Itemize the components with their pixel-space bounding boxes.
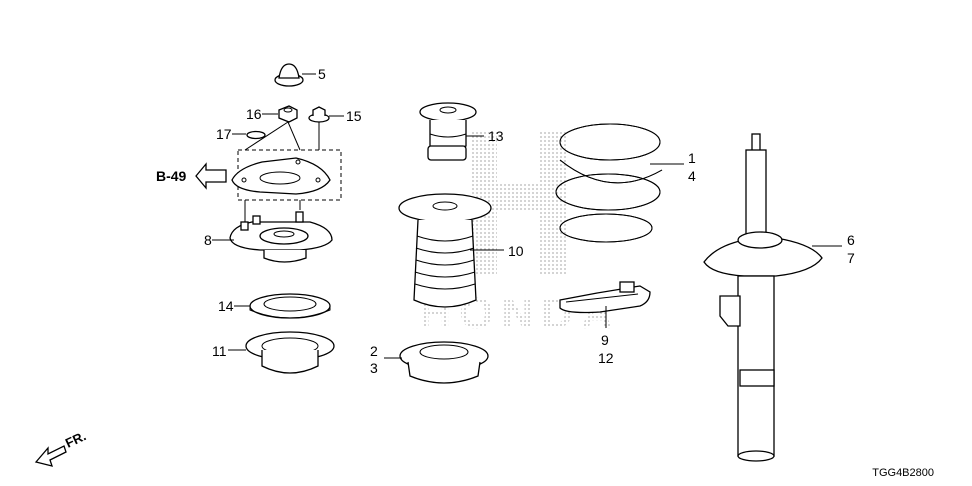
part-nut bbox=[278, 105, 298, 123]
callout-6: 6 bbox=[847, 232, 855, 248]
callout-9: 9 bbox=[601, 332, 609, 348]
part-strut-mount bbox=[229, 211, 333, 263]
front-direction-arrow-icon bbox=[34, 445, 67, 467]
callout-3: 3 bbox=[370, 360, 378, 376]
callout-8: 8 bbox=[204, 232, 212, 248]
part-cap bbox=[274, 63, 304, 87]
part-strut bbox=[703, 133, 823, 462]
callout-2: 2 bbox=[370, 343, 378, 359]
callout-16: 16 bbox=[246, 106, 262, 122]
part-mount-plate bbox=[231, 157, 331, 195]
b49-arrow-icon bbox=[195, 162, 227, 190]
part-coil-spring bbox=[555, 123, 663, 243]
part-bearing bbox=[249, 293, 331, 319]
callout-13: 13 bbox=[488, 128, 504, 144]
callout-4: 4 bbox=[688, 168, 696, 184]
front-direction-label: FR. bbox=[63, 428, 88, 450]
callout-11: 11 bbox=[212, 343, 227, 359]
callout-17: 17 bbox=[216, 126, 232, 142]
reference-label: B-49 bbox=[156, 168, 187, 184]
callout-1: 1 bbox=[688, 150, 696, 166]
part-bump-stop bbox=[419, 102, 477, 161]
part-rubber-seat bbox=[245, 331, 335, 374]
callout-7: 7 bbox=[847, 250, 855, 266]
diagram-code: TGG4B2800 bbox=[872, 467, 934, 479]
part-dust-boot bbox=[398, 193, 492, 308]
part-spring-seat bbox=[399, 341, 489, 384]
callout-14: 14 bbox=[218, 298, 234, 314]
callout-15: 15 bbox=[346, 108, 362, 124]
callout-10: 10 bbox=[508, 243, 524, 259]
honda-watermark: HONDA bbox=[419, 132, 613, 338]
callout-5: 5 bbox=[318, 66, 326, 82]
callout-12: 12 bbox=[598, 350, 614, 366]
part-flange-nut bbox=[308, 106, 330, 123]
part-spring-insulator bbox=[559, 281, 651, 314]
part-washer bbox=[246, 130, 266, 140]
